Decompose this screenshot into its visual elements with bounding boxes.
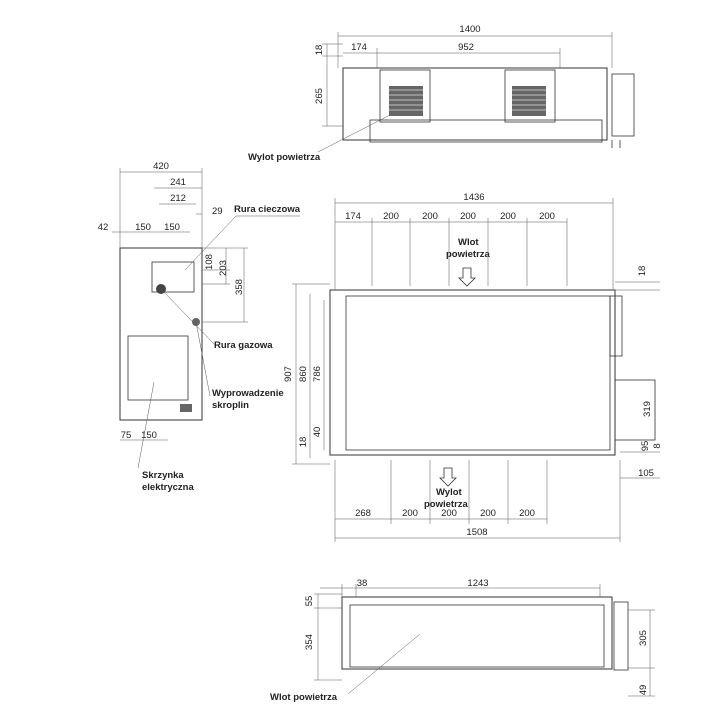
side-view: 420 241 212 29 42 150 150 108 203 358 75… xyxy=(98,161,301,493)
main-pipe-block xyxy=(609,295,623,357)
label-wyprowadzenie-2: skroplin xyxy=(212,400,249,411)
side-pipe-panel xyxy=(151,261,195,293)
dim-top-18: 18 xyxy=(314,45,325,56)
dim-side-29: 29 xyxy=(212,206,223,217)
label-skrzynka-1: Skrzynka xyxy=(142,470,184,481)
fan-grille-left xyxy=(389,86,423,116)
label-wylot-top: Wylot powietrza xyxy=(248,152,321,163)
dim-side-42: 42 xyxy=(98,222,109,233)
label-rura-gazowa: Rura gazowa xyxy=(214,340,273,351)
dim-side-203: 203 xyxy=(218,260,229,276)
dim-side-358: 358 xyxy=(234,279,245,295)
main-unit-body xyxy=(329,289,616,456)
dim-bottom-1243: 1243 xyxy=(467,578,488,589)
dim-main-t5: 200 xyxy=(500,211,516,222)
dim-main-b3: 200 xyxy=(441,508,457,519)
dim-main-b2: 200 xyxy=(402,508,418,519)
dim-main-8: 8 xyxy=(652,443,663,448)
bottom-inlet-frame xyxy=(349,604,605,668)
label-skrzynka-2: elektryczna xyxy=(142,482,194,493)
dim-bottom-354: 354 xyxy=(304,634,315,650)
dim-side-420: 420 xyxy=(153,161,169,172)
dim-top-265: 265 xyxy=(314,88,325,104)
arrow-inlet-icon xyxy=(458,267,476,287)
dim-bottom-55: 55 xyxy=(304,596,315,607)
top-fan-right xyxy=(504,69,556,123)
dim-main-h18: 18 xyxy=(298,437,309,448)
dim-main-786: 786 xyxy=(312,366,323,382)
top-pipe-box xyxy=(611,73,635,137)
side-electrical-box xyxy=(127,335,189,401)
label-wyprowadzenie-1: Wyprowadzenie xyxy=(212,388,284,399)
dim-main-t1: 174 xyxy=(345,211,361,222)
main-plan-view: Wlot powietrza Wylot powietrza 1436 174 … xyxy=(283,192,663,542)
fan-grille-right xyxy=(512,86,546,116)
label-wylot-main-1: Wylot xyxy=(436,487,463,498)
dim-top-174: 174 xyxy=(351,42,367,53)
dim-main-319: 319 xyxy=(642,401,653,417)
dim-side-212: 212 xyxy=(170,193,186,204)
dim-top-1400: 1400 xyxy=(459,24,480,35)
main-inner-frame xyxy=(345,295,611,451)
dim-main-t4: 200 xyxy=(460,211,476,222)
dim-main-b5: 200 xyxy=(519,508,535,519)
dim-bottom-49: 49 xyxy=(638,685,649,696)
label-wlot-main-1: Wlot xyxy=(458,237,479,248)
dim-side-108: 108 xyxy=(204,254,215,270)
dim-main-r18: 18 xyxy=(637,266,648,277)
bottom-pipe-block xyxy=(613,601,629,671)
top-unit-body xyxy=(342,67,608,141)
label-wlot-main-2: powietrza xyxy=(446,249,491,260)
dim-side-75: 75 xyxy=(121,430,132,441)
dim-side-241: 241 xyxy=(170,177,186,188)
drain-port xyxy=(180,404,192,412)
dim-side-150c: 150 xyxy=(141,430,157,441)
dim-main-105: 105 xyxy=(638,468,654,479)
top-unit-base xyxy=(369,119,603,143)
dim-main-t2: 200 xyxy=(383,211,399,222)
dim-bottom-38: 38 xyxy=(357,578,368,589)
dim-side-150b: 150 xyxy=(164,222,180,233)
dim-main-h40: 40 xyxy=(312,427,323,438)
top-view: 1400 174 952 18 265 Wylot powietrza xyxy=(248,24,635,163)
arrow-outlet-icon xyxy=(439,467,457,487)
side-unit-body xyxy=(119,247,203,421)
dim-main-1436: 1436 xyxy=(463,192,484,203)
dim-main-b4: 200 xyxy=(480,508,496,519)
dim-top-952: 952 xyxy=(458,42,474,53)
dim-main-b1: 268 xyxy=(355,508,371,519)
dim-main-95: 95 xyxy=(640,441,651,452)
label-wlot-bottom: Wlot powietrza xyxy=(270,692,338,703)
dim-main-860: 860 xyxy=(298,366,309,382)
label-rura-cieczowa: Rura cieczowa xyxy=(234,204,301,215)
label-wylot-main-2: powietrza xyxy=(424,499,469,510)
bottom-unit-body xyxy=(341,596,613,670)
top-fan-left xyxy=(379,69,431,123)
dim-side-150a: 150 xyxy=(135,222,151,233)
dim-main-t6: 200 xyxy=(539,211,555,222)
bottom-view: 38 1243 55 354 305 49 Wlot powietrza xyxy=(270,578,655,703)
dim-main-1508: 1508 xyxy=(466,527,487,538)
dim-main-t3: 200 xyxy=(422,211,438,222)
dim-main-907: 907 xyxy=(283,366,294,382)
dim-bottom-305: 305 xyxy=(638,630,649,646)
